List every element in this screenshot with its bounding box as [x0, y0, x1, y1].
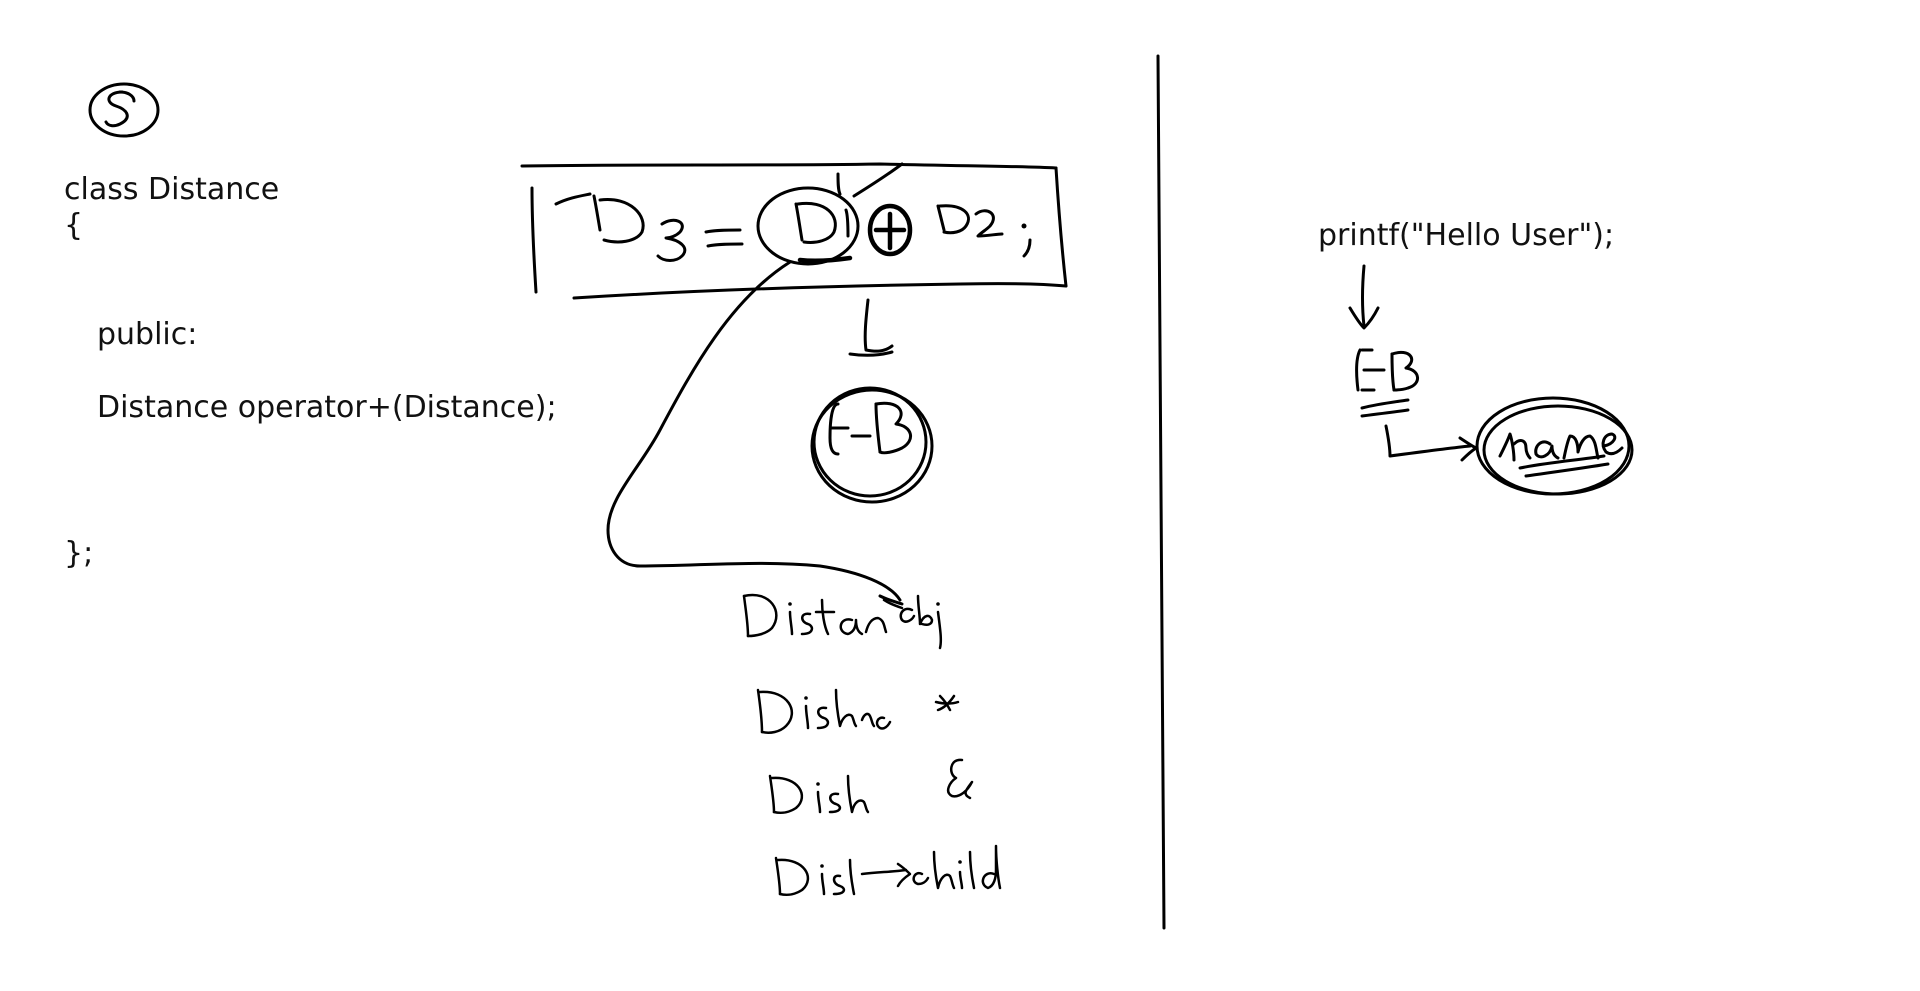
plus-operator-sketch	[867, 203, 913, 257]
plus-to-box-line	[852, 162, 904, 198]
param-variant-dist-ref	[768, 758, 974, 815]
d1-to-param-arrow	[606, 260, 904, 606]
name-bubble	[1475, 396, 1634, 496]
close-brace-text: };	[64, 536, 94, 571]
early-binding-bubble-left	[810, 386, 934, 504]
printf-statement-text: printf("Hello User");	[1318, 218, 1615, 253]
operator-declaration-text: Distance operator+(Distance);	[97, 390, 557, 425]
open-brace-text: {	[64, 208, 84, 243]
circled-number-sketch	[88, 82, 160, 138]
expression-d2-handwriting	[936, 204, 1032, 258]
eb-to-name-arrow	[1384, 424, 1478, 462]
public-access-text: public:	[97, 317, 198, 352]
param-variant-distnc-pointer	[756, 688, 960, 734]
vertical-divider	[1156, 54, 1166, 930]
expression-box-sketch	[520, 162, 1068, 300]
param-variant-distan-obj	[742, 593, 943, 650]
expression-d3-handwriting	[554, 192, 744, 262]
early-binding-text-right	[1355, 348, 1419, 418]
d1-circled-sketch	[756, 172, 860, 266]
class-declaration-text: class Distance	[64, 172, 280, 207]
param-variant-dist-child	[774, 844, 1002, 897]
printf-down-arrow	[1348, 264, 1380, 330]
expression-down-arrow	[848, 298, 894, 357]
